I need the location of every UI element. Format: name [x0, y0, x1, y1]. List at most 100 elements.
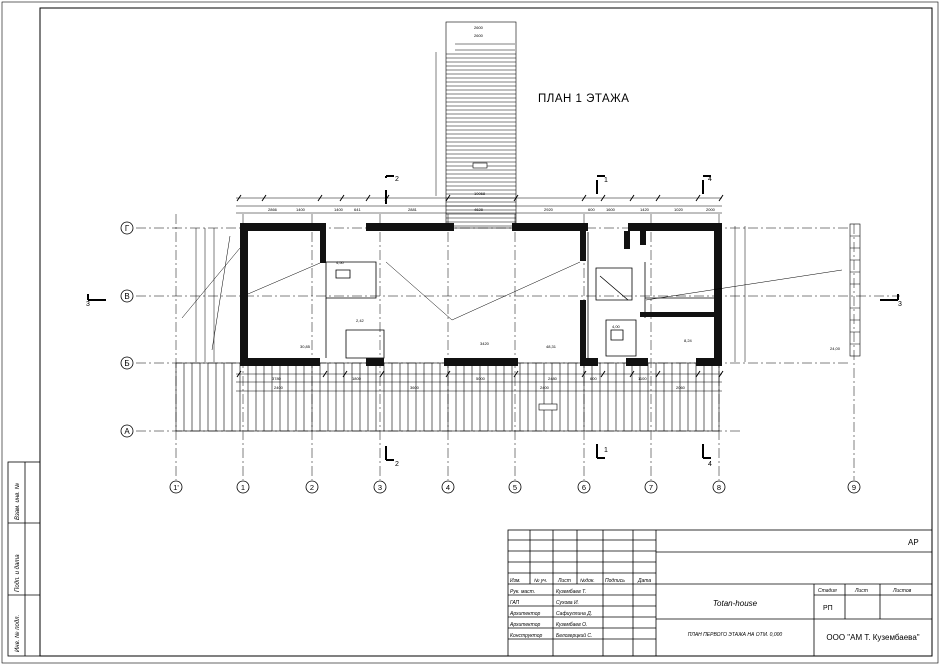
deck	[175, 362, 720, 432]
svg-text:600: 600	[590, 376, 597, 381]
axis-label-7: 7	[649, 483, 653, 492]
side-stamp-label-2: Подп. и дата	[15, 554, 21, 592]
section-mark-2-bottom: 2	[395, 461, 399, 468]
axis-label-b: Б	[124, 359, 129, 368]
svg-text:30,85: 30,85	[300, 344, 311, 349]
drawing-title: ПЛАН 1 ЭТАЖА	[538, 93, 629, 105]
header-label-ndok: №док.	[580, 578, 595, 584]
svg-text:2881: 2881	[408, 207, 418, 212]
svg-text:1800: 1800	[352, 376, 362, 381]
axis-label-8: 8	[717, 483, 721, 492]
svg-text:641: 641	[354, 207, 361, 212]
axis-label-5: 5	[513, 483, 517, 492]
side-stamp-label-1: Взам. инв. №	[14, 482, 21, 520]
svg-text:2920: 2920	[544, 207, 554, 212]
axis-label-g: Г	[125, 224, 130, 233]
axis-label-2: 2	[310, 483, 314, 492]
svg-text:24,00: 24,00	[830, 346, 841, 351]
name-3: Сафиуллина Д.	[556, 611, 592, 617]
header-label-podpis: Подпись	[605, 578, 625, 584]
axis-label-3: 3	[378, 483, 382, 492]
role-3: Архитектор	[509, 611, 540, 617]
side-stamp-label-3: Инв. № подл.	[14, 615, 21, 652]
name-4: Кузембаев О.	[556, 622, 587, 628]
name-2: Сухова И.	[556, 600, 579, 606]
column-strip	[849, 223, 861, 357]
svg-text:3420: 3420	[480, 341, 490, 346]
sheets-label: Листов	[892, 588, 912, 594]
svg-text:2000: 2000	[706, 207, 716, 212]
svg-text:4628: 4628	[474, 207, 484, 212]
svg-text:2480: 2480	[548, 376, 558, 381]
svg-text:2600: 2600	[474, 25, 484, 30]
row-axis-markers	[120, 221, 134, 438]
title-block-header: Изм. № уч. Лист №док. Подпись Дата	[510, 578, 651, 584]
svg-text:1600: 1600	[606, 207, 616, 212]
axis-label-a: А	[124, 427, 130, 436]
name-5: Белозерцкий С.	[556, 632, 592, 639]
room-tags: 30,85 48,31 8,24 2,42 4,00 24,00 4,50 3420	[300, 260, 841, 351]
column-axis-markers	[169, 480, 861, 494]
walls	[240, 223, 722, 366]
svg-text:600: 600	[588, 207, 595, 212]
role-4: Архитектор	[509, 622, 540, 628]
axis-label-1-prime: 1'	[173, 483, 179, 492]
stage-value: РП	[823, 605, 833, 612]
sheet-code: АР	[908, 538, 919, 547]
side-stamp	[7, 461, 41, 657]
role-1: Рук. маст.	[510, 589, 535, 595]
svg-text:1020: 1020	[674, 207, 684, 212]
interior-partitions	[325, 232, 717, 359]
svg-text:3600: 3600	[410, 385, 420, 390]
grid-axes	[136, 214, 900, 480]
sheet-label: Лист	[854, 588, 868, 594]
section-cut-lines	[87, 175, 899, 461]
title-block	[507, 529, 933, 657]
axis-label-6: 6	[582, 483, 586, 492]
section-mark-4-bottom: 4	[708, 461, 712, 468]
svg-text:2600: 2600	[474, 33, 484, 38]
section-mark-2-top: 2	[395, 176, 399, 183]
section-mark-1-top: 1	[604, 177, 608, 184]
svg-text:1420: 1420	[640, 207, 650, 212]
company-name: ООО "АМ Т. Кузембаева"	[826, 633, 919, 642]
svg-text:10068: 10068	[474, 191, 486, 196]
svg-text:1100: 1100	[638, 376, 647, 381]
section-mark-4-top: 4	[708, 176, 712, 183]
header-label-list: Лист	[557, 578, 571, 584]
svg-text:2400: 2400	[274, 385, 284, 390]
axis-label-v: В	[124, 292, 129, 301]
header-label-data: Дата	[637, 578, 651, 584]
svg-text:1400: 1400	[334, 207, 344, 212]
svg-text:1400: 1400	[296, 207, 306, 212]
section-mark-3-left: 3	[86, 301, 90, 308]
dimension-lines	[195, 43, 746, 392]
signatures: Рук. маст. Кузембаев Т. ГАП Сухова И. Ар…	[509, 589, 592, 639]
svg-text:2,42: 2,42	[356, 318, 365, 323]
svg-text:4,50: 4,50	[336, 260, 345, 265]
project-name: Totan-house	[713, 599, 758, 608]
svg-text:2866: 2866	[268, 207, 278, 212]
role-5: Конструктор	[510, 633, 543, 639]
section-mark-1-bottom: 1	[604, 447, 608, 454]
axis-label-9: 9	[852, 483, 856, 492]
sheet-title: ПЛАН ПЕРВОГО ЭТАЖА НА ОТМ. 0,000	[688, 632, 783, 638]
svg-text:5000: 5000	[476, 376, 486, 381]
stage-label: Стадия	[818, 588, 837, 594]
role-2: ГАП	[510, 600, 520, 606]
name-1: Кузембаев Т.	[556, 589, 586, 595]
header-label-nuch: № уч.	[534, 578, 547, 584]
svg-text:4,00: 4,00	[612, 324, 621, 329]
header-label-izm: Изм.	[510, 578, 521, 584]
axis-label-1: 1	[241, 483, 245, 492]
section-mark-3-right: 3	[898, 301, 902, 308]
ramp	[445, 21, 517, 229]
svg-text:48,31: 48,31	[546, 344, 557, 349]
svg-text:2060: 2060	[676, 385, 686, 390]
sight-lines	[181, 235, 843, 351]
svg-text:3780: 3780	[272, 376, 282, 381]
svg-text:8,24: 8,24	[684, 338, 693, 343]
